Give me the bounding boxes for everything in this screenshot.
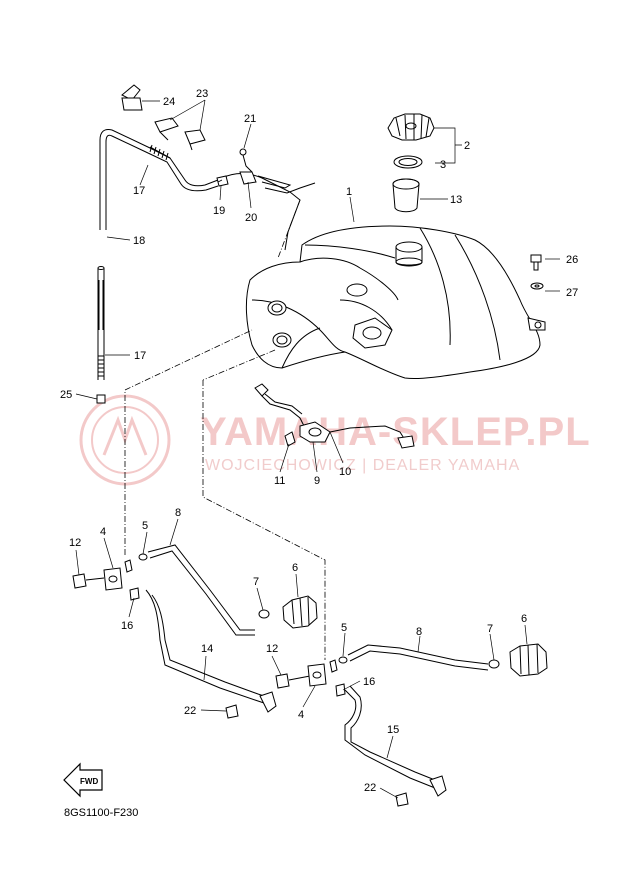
callout-labels: 1 2 3 13 26 27 24 23 21 17 19 20 18 17 2…	[60, 88, 578, 794]
cable-end-25	[96, 394, 106, 404]
fwd-arrow-icon: FWD	[63, 762, 103, 798]
fuel-sender-unit	[254, 383, 415, 449]
choke-cable	[97, 129, 219, 380]
callout-12-upper: 12	[69, 537, 81, 549]
callout-19: 19	[213, 205, 225, 217]
watermark-subtitle: WOJCIECHOWICZ | DEALER YAMAHA	[205, 457, 520, 474]
callout-8-lower: 8	[416, 626, 422, 638]
callout-23: 23	[196, 88, 208, 100]
callout-5-upper: 5	[142, 520, 148, 532]
callout-2: 2	[464, 140, 470, 152]
callout-7-upper: 7	[253, 576, 259, 588]
callout-6-upper: 6	[292, 562, 298, 574]
fuel-strainer	[392, 178, 420, 213]
callout-16-upper: 16	[121, 620, 133, 632]
callout-17-upper: 17	[133, 185, 145, 197]
callout-21: 21	[244, 113, 256, 125]
watermark-title: YAMAHA-SKLEP.PL	[200, 410, 591, 454]
breather-hose	[216, 148, 316, 251]
callout-18: 18	[133, 235, 145, 247]
leader-lines	[75, 99, 560, 799]
holder-23	[154, 117, 206, 151]
callout-16-lower: 16	[363, 676, 375, 688]
callout-11: 11	[274, 475, 285, 487]
washer-27	[530, 282, 544, 290]
callout-4-lower: 4	[298, 709, 304, 721]
callout-7-lower: 7	[487, 623, 493, 635]
callout-3: 3	[440, 159, 446, 171]
fuel-tank	[245, 225, 546, 380]
assembly-reference-lines	[124, 179, 326, 660]
callout-12-lower: 12	[266, 643, 278, 655]
callout-20: 20	[245, 212, 257, 224]
fuel-cock-assembly-1	[72, 544, 318, 719]
callout-10: 10	[339, 466, 351, 478]
callout-9: 9	[314, 475, 320, 487]
bolt-26	[530, 254, 542, 271]
callout-24: 24	[163, 96, 175, 108]
callout-27: 27	[566, 287, 578, 299]
callout-26: 26	[566, 254, 578, 266]
cap-gasket	[393, 155, 423, 169]
watermark: YAMAHA-SKLEP.PL WOJCIECHOWICZ | DEALER Y…	[79, 394, 591, 486]
callout-25: 25	[60, 389, 72, 401]
callout-1: 1	[346, 186, 352, 198]
callout-22-upper: 22	[184, 705, 196, 717]
callout-6-lower: 6	[521, 613, 527, 625]
callout-13: 13	[450, 194, 462, 206]
holder-24	[121, 84, 143, 111]
callout-15: 15	[387, 724, 399, 736]
callout-5-lower: 5	[341, 622, 347, 634]
callout-22-lower: 22	[364, 782, 376, 794]
callout-17-lower: 17	[134, 350, 146, 362]
fuel-cap	[387, 113, 435, 141]
fuel-cock-assembly-2	[275, 643, 548, 807]
fwd-label: FWD	[80, 777, 98, 786]
callout-14: 14	[201, 643, 213, 655]
callout-8-upper: 8	[175, 507, 181, 519]
diagram-code: 8GS1100-F230	[64, 807, 138, 819]
callout-4-upper: 4	[100, 526, 106, 538]
